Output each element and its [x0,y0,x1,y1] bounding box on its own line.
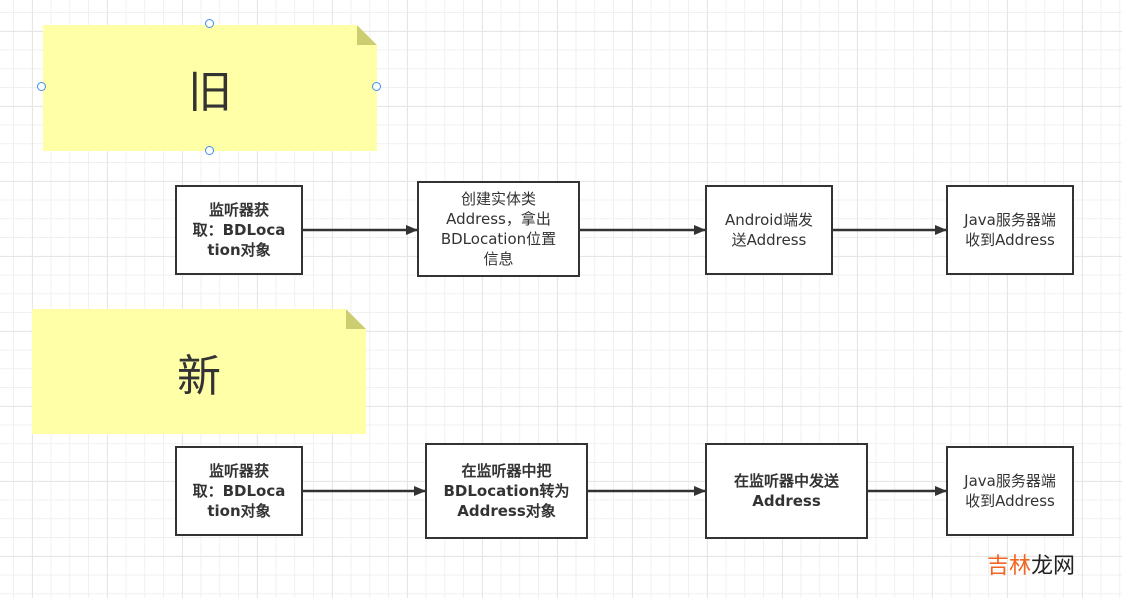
old-step-2[interactable]: 创建实体类 Address，拿出 BDLocation位置 信息 [417,181,580,277]
new-step-1[interactable]: 监听器获 取：BDLoca tion对象 [175,446,303,536]
new-step-2[interactable]: 在监听器中把 BDLocation转为 Address对象 [425,443,588,539]
selection-handle-right[interactable] [372,82,381,91]
note-old-label: 旧 [188,67,232,118]
note-new[interactable]: 新 [32,309,366,434]
note-old[interactable]: 旧 [43,25,377,151]
old-step-4[interactable]: Java服务器端 收到Address [946,185,1074,275]
old-step-1[interactable]: 监听器获 取：BDLoca tion对象 [175,185,303,275]
watermark-accent-text: 吉林 [987,554,1032,579]
new-step-4[interactable]: Java服务器端 收到Address [946,446,1074,536]
new-step-3[interactable]: 在监听器中发送 Address [705,443,868,539]
old-step-3[interactable]: Android端发 送Address [705,185,833,275]
selection-handle-top[interactable] [205,19,214,28]
selection-handle-bottom[interactable] [205,146,214,155]
watermark: 吉林龙网 [987,548,1075,580]
watermark-text: 龙网 [1031,554,1076,579]
selection-handle-left[interactable] [37,82,46,91]
note-new-label: 新 [177,350,221,402]
